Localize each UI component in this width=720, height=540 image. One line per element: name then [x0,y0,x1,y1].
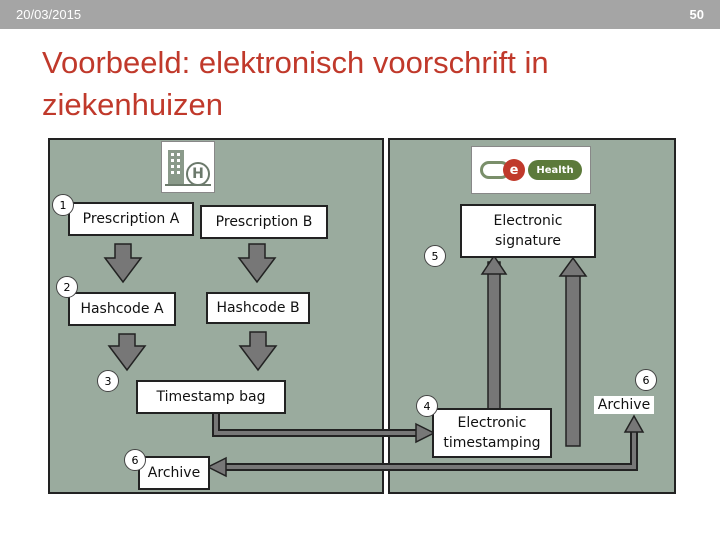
step-3-marker: 3 [97,370,119,392]
step-6-label-right: 6 [642,373,650,387]
electronic-signature-box: Electronic signature [460,204,596,258]
hospital-logo-letter: H [192,166,204,182]
ehealth-logo-pill: Health [528,160,582,180]
prescription-b-label: Prescription B [215,214,313,230]
prescription-a-box: Prescription A [68,202,194,236]
electronic-signature-label: Electronic signature [493,213,563,249]
top-bar: 20/03/2015 50 [0,0,720,29]
step-5-label: 5 [431,249,439,263]
slide-number: 50 [689,7,704,22]
arrow-down-b2 [238,331,278,372]
building-icon [165,150,211,186]
ehealth-logo-e: e [509,162,519,178]
electronic-timestamping-label: Electronic timestamping [443,415,541,451]
step-2-marker: 2 [56,276,78,298]
arrow-down-a2 [107,333,147,372]
step-1-label: 1 [59,198,67,212]
arrow-down-a1 [103,243,143,284]
hashcode-b-box: Hashcode B [206,292,310,324]
prescription-b-box: Prescription B [200,205,328,239]
hospital-logo: H [161,141,215,193]
step-3-label: 3 [104,374,112,388]
step-4-label: 4 [423,399,431,413]
ehealth-logo: e Health [471,146,591,194]
arrow-down-b1 [237,243,277,284]
slide-date: 20/03/2015 [16,7,82,22]
step-5-marker: 5 [424,245,446,267]
step-4-marker: 4 [416,395,438,417]
archive-left-box: Archive [138,456,210,490]
timestamp-bag-label: Timestamp bag [156,389,266,405]
hashcode-a-label: Hashcode A [80,301,164,317]
ehealth-logo-dot: e [503,159,525,181]
prescription-a-label: Prescription A [82,211,180,227]
archive-left-label: Archive [147,465,201,481]
step-6-label-left: 6 [131,453,139,467]
hashcode-a-box: Hashcode A [68,292,176,326]
step-6-marker-left: 6 [124,449,146,471]
step-6-marker-right: 6 [635,369,657,391]
hashcode-b-label: Hashcode B [216,300,300,316]
archive-right-label: Archive [594,396,654,414]
step-2-label: 2 [63,280,71,294]
electronic-timestamping-box: Electronic timestamping [432,408,552,458]
timestamp-bag-box: Timestamp bag [136,380,286,414]
ehealth-logo-name: Health [536,164,574,176]
slide-title: Voorbeeld: elektronisch voorschrift in z… [42,45,549,122]
step-1-marker: 1 [52,194,74,216]
